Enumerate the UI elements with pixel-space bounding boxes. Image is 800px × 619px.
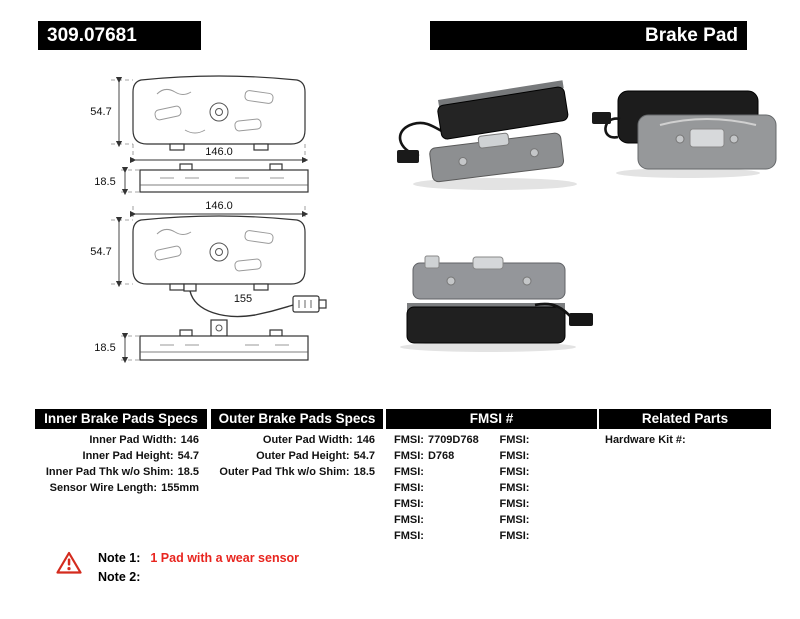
dimension-label-inner-width: 146.0 — [205, 200, 233, 212]
warning-icon — [56, 551, 82, 574]
inner-specs-table: Inner Brake Pads Specs Inner Pad Width:1… — [35, 409, 207, 496]
dimension-label-wire-length: 155 — [234, 293, 252, 305]
product-photo-stacked-pads — [400, 255, 593, 352]
pad-stamp-marks — [154, 88, 274, 134]
table-row: Inner Pad Thk w/o Shim:18.5 — [45, 466, 199, 478]
table-cell: FMSI: — [499, 466, 530, 478]
dimension-label-outer-thickness: 18.5 — [94, 176, 115, 188]
technical-drawings: 54.7 146.0 18.5 146.0 — [90, 75, 327, 364]
fmsi-table: FMSI # FMSI:7709D768 FMSI: FMSI:D768 FMS… — [386, 409, 597, 544]
product-title: Brake Pad — [645, 24, 738, 46]
sensor-wire — [534, 302, 593, 326]
outer-specs-rows: Outer Pad Width:146 Outer Pad Height:54.… — [211, 429, 383, 480]
related-parts-table: Related Parts Hardware Kit #: — [599, 409, 771, 448]
table-cell: FMSI: — [499, 498, 530, 510]
part-number-bar: 309.07681 — [38, 21, 201, 50]
outer-pad-side-drawing: 18.5 — [94, 163, 309, 196]
product-photo-face-pads — [592, 90, 777, 178]
table-cell: FMSI: — [499, 514, 530, 526]
brake-pad-upper — [437, 80, 569, 140]
dimension-label-outer-height: 54.7 — [90, 106, 111, 118]
table-row: Inner Pad Height:54.7 — [82, 450, 199, 462]
table-cell: FMSI: — [394, 498, 424, 510]
table-row: Outer Pad Height:54.7 — [256, 450, 375, 462]
inner-specs-rows: Inner Pad Width:146 Inner Pad Height:54.… — [35, 429, 207, 496]
table-cell: FMSI: — [394, 514, 424, 526]
notes-block: Note 1:1 Pad with a wear sensor Note 2: — [56, 549, 299, 587]
wear-sensor-wire-drawing: 155 — [183, 283, 327, 318]
note-lines: Note 1:1 Pad with a wear sensor Note 2: — [98, 549, 299, 587]
table-row: Outer Pad Width:146 — [262, 434, 375, 446]
product-photo-angled-pads — [397, 80, 577, 190]
sensor-wire — [397, 121, 448, 163]
table-cell: FMSI: — [394, 466, 424, 478]
fmsi-header: FMSI # — [386, 409, 597, 429]
inner-specs-header: Inner Brake Pads Specs — [35, 409, 207, 429]
part-number: 309.07681 — [47, 24, 137, 46]
dimension-label-inner-height: 54.7 — [90, 246, 111, 258]
fmsi-rows: FMSI:7709D768 FMSI: FMSI:D768 FMSI: FMSI… — [386, 429, 597, 544]
related-parts-header: Related Parts — [599, 409, 771, 429]
note-2: Note 2: — [98, 570, 141, 584]
table-row: Sensor Wire Length:155mm — [49, 482, 199, 494]
note-1: Note 1:1 Pad with a wear sensor — [98, 551, 300, 565]
product-title-bar: Brake Pad — [430, 21, 747, 50]
pad-stamp-marks — [154, 228, 274, 272]
brake-pad-top — [412, 255, 566, 300]
table-cell: FMSI: — [499, 434, 530, 446]
table-cell: FMSI: — [499, 530, 530, 542]
table-row: Outer Pad Thk w/o Shim:18.5 — [219, 466, 375, 478]
table-cell: FMSI: — [499, 450, 530, 462]
dimension-label-inner-thickness: 18.5 — [94, 342, 115, 354]
outer-pad-front-drawing: 54.7 146.0 — [90, 75, 309, 164]
outer-specs-table: Outer Brake Pads Specs Outer Pad Width:1… — [211, 409, 383, 480]
table-cell: FMSI:D768 — [394, 450, 455, 462]
table-cell: FMSI:7709D768 — [394, 434, 479, 446]
table-cell: FMSI: — [499, 482, 530, 494]
outer-specs-header: Outer Brake Pads Specs — [211, 409, 383, 429]
inner-pad-width-dimension: 146.0 — [129, 200, 309, 220]
brake-pad-front — [637, 114, 777, 170]
inner-pad-side-drawing: 18.5 — [94, 319, 309, 364]
brake-pad-lower — [429, 132, 565, 183]
sensor-wire — [592, 112, 621, 139]
table-cell: FMSI: — [394, 482, 424, 494]
table-cell: FMSI: — [394, 530, 424, 542]
table-row: Hardware Kit #: — [605, 434, 686, 446]
inner-pad-front-drawing: 54.7 155 — [90, 215, 327, 318]
table-row: Inner Pad Width:146 — [89, 434, 199, 446]
brake-pad-bottom — [406, 303, 566, 344]
dimension-label-outer-width: 146.0 — [205, 146, 233, 158]
